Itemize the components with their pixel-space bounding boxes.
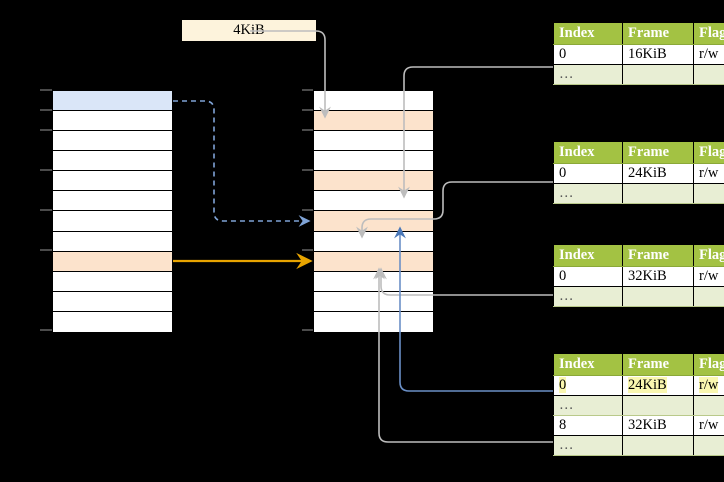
physical-memory-column: [313, 90, 434, 332]
table-cell: [622, 64, 694, 85]
virtual-page-cell: [53, 151, 172, 172]
table-cell: [693, 435, 724, 456]
physical-frame-cell: [314, 311, 433, 332]
physical-frame-cell: [314, 271, 433, 292]
table-cell: …: [553, 435, 623, 456]
table-cell: …: [553, 64, 623, 85]
table-cell: 8: [553, 415, 623, 436]
virtual-page-cell: [53, 191, 172, 212]
table-cell: …: [553, 395, 623, 416]
table-row[interactable]: …: [553, 64, 724, 85]
table-cell: r/w: [693, 375, 724, 396]
table-cell: [622, 286, 694, 307]
table-cell: r/w: [693, 266, 724, 287]
column-header-flags: Flags: [693, 244, 724, 267]
table-cell: 0: [553, 375, 623, 396]
highlighted-value: 0: [559, 377, 567, 393]
table-row[interactable]: …: [553, 395, 724, 416]
table-header-row: IndexFrameFlags: [553, 353, 724, 376]
column-header-index: Index: [553, 244, 623, 267]
table-header-row: IndexFrameFlags: [553, 244, 724, 267]
virtual-page-cell: [53, 251, 172, 272]
table-header-row: IndexFrameFlags: [553, 22, 724, 45]
table-cell: 0: [553, 163, 623, 184]
wire-virtual-to-physical-dashed: [173, 100, 311, 227]
table-cell: 0: [553, 44, 623, 65]
table-cell: [622, 395, 694, 416]
virtual-page-cell: [53, 131, 172, 152]
virtual-page-cell: [53, 91, 172, 112]
column-header-frame: Frame: [622, 353, 694, 376]
virtual-page-cell: [53, 291, 172, 312]
table-cell: r/w: [693, 163, 724, 184]
table-cell: [693, 64, 724, 85]
virtual-page-cell: [53, 231, 172, 252]
physical-frame-cell: [314, 251, 433, 272]
table-cell: [693, 183, 724, 204]
physical-frame-cell: [314, 171, 433, 192]
page-table-2: IndexFrameFlags024KiBr/w…: [553, 141, 724, 204]
physical-frame-cell: [314, 111, 433, 132]
virtual-page-cell: [53, 171, 172, 192]
table-cell: 0: [553, 266, 623, 287]
table-row[interactable]: 0 24KiB r/w: [553, 375, 724, 396]
physical-frame-cell: [314, 151, 433, 172]
highlighted-value: r/w: [699, 377, 719, 393]
page-table-3: IndexFrameFlags032KiBr/w…: [553, 244, 724, 307]
table-cell: 24KiB: [622, 163, 694, 184]
table-cell: 16KiB: [622, 44, 694, 65]
physical-frame-cell: [314, 91, 433, 112]
column-header-flags: Flags: [693, 353, 724, 376]
physical-frame-cell: [314, 291, 433, 312]
table-cell: [622, 435, 694, 456]
table-cell: [693, 395, 724, 416]
column-header-index: Index: [553, 22, 623, 45]
virtual-page-cell: [53, 311, 172, 332]
table-cell: [693, 286, 724, 307]
table-cell: r/w: [693, 44, 724, 65]
column-header-flags: Flags: [693, 22, 724, 45]
column-header-frame: Frame: [622, 141, 694, 164]
physical-frame-cell: [314, 191, 433, 212]
virtual-address-column: [52, 90, 173, 332]
page-size-label: 4KiB: [182, 20, 316, 41]
column-header-frame: Frame: [622, 244, 694, 267]
table-cell: …: [553, 286, 623, 307]
column-header-index: Index: [553, 353, 623, 376]
table-cell: r/w: [693, 415, 724, 436]
column-header-frame: Frame: [622, 22, 694, 45]
column-header-flags: Flags: [693, 141, 724, 164]
virtual-page-cell: [53, 111, 172, 132]
table-cell: 32KiB: [622, 266, 694, 287]
virtual-page-cell: [53, 211, 172, 232]
physical-frame-cell: [314, 231, 433, 252]
table-row[interactable]: …: [553, 435, 724, 456]
table-row[interactable]: …: [553, 286, 724, 307]
table-cell: …: [553, 183, 623, 204]
table-cell: [622, 183, 694, 204]
table-header-row: IndexFrameFlags: [553, 141, 724, 164]
page-table-1: IndexFrameFlags016KiBr/w…: [553, 22, 724, 85]
table-cell: 24KiB: [622, 375, 694, 396]
virtual-page-cell: [53, 271, 172, 292]
highlighted-value: 24KiB: [628, 377, 667, 393]
column-header-index: Index: [553, 141, 623, 164]
page-table-4: IndexFrameFlags024KiBr/w…832KiBr/w…: [553, 353, 724, 456]
physical-frame-cell: [314, 211, 433, 232]
table-cell: 32KiB: [622, 415, 694, 436]
physical-frame-cell: [314, 131, 433, 152]
table-row[interactable]: …: [553, 183, 724, 204]
